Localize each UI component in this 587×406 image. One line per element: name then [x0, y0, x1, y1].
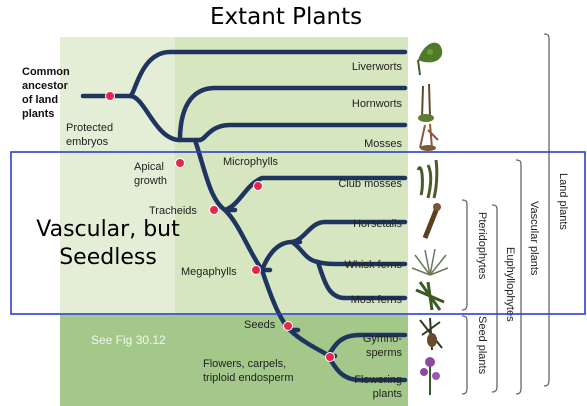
callout-line: Vascular, but	[18, 216, 198, 244]
trait-microphylls: Microphylls	[223, 156, 279, 168]
group-euphyllophytes: Euphyllophytes	[504, 247, 516, 322]
group-land-plants: Land plants	[557, 173, 569, 230]
see-fig-note: See Fig 30.12	[91, 333, 166, 347]
taxon-gymnosperms: sperms	[366, 347, 403, 359]
pteridophytes-bracket	[462, 200, 467, 310]
node-megaphylls	[252, 266, 261, 275]
callout-line: Seedless	[18, 244, 198, 272]
group-seed-plants: Seed plants	[476, 316, 488, 375]
taxon-horsetails: Horsetails	[353, 218, 402, 230]
taxon-liverworts: Liverworts	[352, 61, 403, 73]
group-vascular-plants: Vascular plants	[528, 201, 540, 276]
trait-protected-embryos: Protected	[66, 122, 113, 134]
trait-protected-embryos: embryos	[66, 136, 109, 148]
taxon-mosses: Mosses	[364, 138, 402, 150]
trait-flowers: Flowers, carpels,	[203, 358, 286, 370]
group-labels: Land plants Vascular plants Euphyllophyt…	[476, 173, 569, 375]
root-label-line: plants	[22, 108, 54, 120]
taxon-most-ferns: Most ferns	[351, 294, 403, 306]
root-label-line: Common	[22, 66, 70, 78]
vascular-seedless-callout: Vascular, but Seedless	[18, 216, 198, 272]
euphyllophytes-bracket	[492, 205, 497, 392]
root-label-line: of land	[22, 94, 58, 106]
trait-apical-growth: Apical	[134, 161, 164, 173]
seed-plants-bracket	[462, 316, 467, 394]
group-pteridophytes: Pteridophytes	[476, 212, 488, 280]
land-plants-bracket	[544, 34, 549, 386]
taxon-flowering-plants: Flowering	[354, 374, 402, 386]
taxon-flowering-plants: plants	[373, 388, 403, 400]
node-protected-embryos	[106, 92, 115, 101]
node-microphylls	[254, 182, 263, 191]
taxon-whisk-ferns: Whisk ferns	[345, 259, 403, 271]
trait-seeds: Seeds	[244, 319, 276, 331]
taxon-gymnosperms: Gymno-	[363, 333, 402, 345]
node-tracheids	[210, 206, 219, 215]
node-flowers	[326, 353, 335, 362]
taxon-hornworts: Hornworts	[352, 98, 403, 110]
node-seeds	[284, 322, 293, 331]
trait-apical-growth: growth	[134, 175, 167, 187]
root-label-line: ancestor	[22, 80, 69, 92]
taxon-club-mosses: Club mosses	[338, 178, 402, 190]
trait-flowers: triploid endosperm	[203, 372, 294, 384]
node-apical-growth	[176, 159, 185, 168]
